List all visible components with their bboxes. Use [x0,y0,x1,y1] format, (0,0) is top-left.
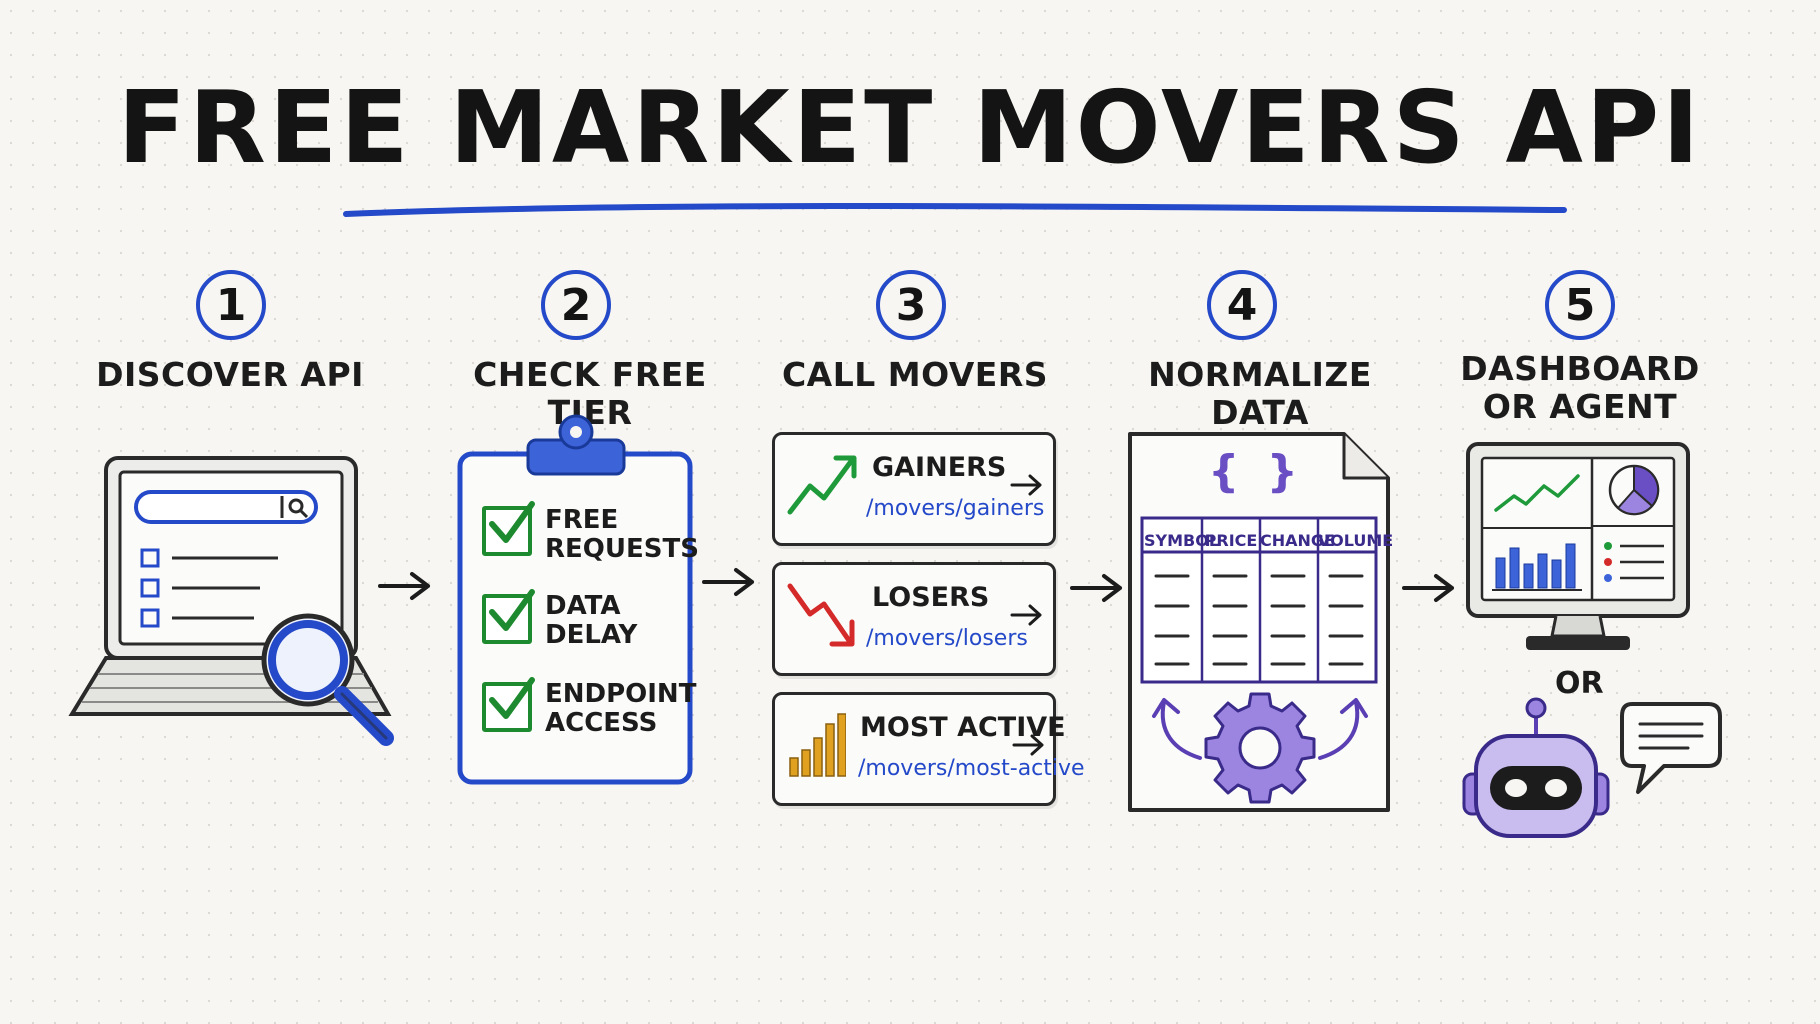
title-underline [343,203,1567,217]
mover-card-losers [772,562,1056,676]
page-title: FREE MARKET MOVERS API [117,69,1703,186]
free-tier-item-2-line2: DELAY [545,619,638,650]
mover-losers-path: /movers/losers [866,626,1028,651]
step-5-label: DASHBOARD OR AGENT [1440,350,1720,426]
arrow-right-icon [1070,574,1122,602]
col-head-symbol: SYMBOL [1144,531,1220,550]
free-tier-item-2-line1: DATA [545,591,621,621]
step-4-badge: 4 [1207,270,1277,340]
arrow-right-icon [1402,574,1454,602]
mover-most-active-name: MOST ACTIVE [860,712,1066,743]
json-braces: { } [1208,446,1304,497]
free-tier-item-3: ENDPOINT ACCESS [545,680,696,737]
free-tier-item-1: FREE REQUESTS [545,506,699,563]
col-head-change: CHANGE [1260,531,1335,550]
free-tier-item-3-line2: ACCESS [545,707,658,738]
bar-chart-icon [789,713,846,777]
step-5-label-line1: DASHBOARD [1460,349,1700,388]
gear-icon [1152,692,1368,804]
mover-losers-name: LOSERS [872,582,990,613]
free-tier-item-2: DATA DELAY [545,592,637,649]
checkbox-icon [482,682,532,732]
mover-gainers-name: GAINERS [872,452,1007,483]
arrow-right-icon [1010,474,1042,496]
step-2-badge: 2 [541,270,611,340]
checkmarks [489,501,535,719]
free-tier-item-1-line1: FREE [545,505,619,535]
step-3-label: CALL MOVERS [781,355,1049,394]
col-head-price: PRICE [1204,531,1258,550]
monitor-icon [1466,442,1690,650]
or-label: OR [1555,666,1604,701]
document-icon [1128,432,1390,812]
arrow-right-icon [378,572,430,600]
step-5-badge: 5 [1545,270,1615,340]
mover-card-gainers [772,432,1056,546]
arrow-right-icon [702,568,754,596]
trend-up-icon [787,455,857,515]
chat-bubble-icon [1620,702,1722,794]
step-4-label: NORMALIZE DATA [1148,355,1372,432]
trend-down-icon [787,583,855,647]
step-3-badge: 3 [876,270,946,340]
mover-most-active-path: /movers/most-active [858,756,1085,781]
free-tier-item-3-line1: ENDPOINT [545,679,697,709]
step-2-label: CHECK FREE TIER [473,355,707,432]
col-head-volume: VOLUME [1318,531,1394,550]
free-tier-item-1-line2: REQUESTS [545,533,699,564]
mover-gainers-path: /movers/gainers [866,496,1045,521]
arrow-right-icon [1010,604,1042,626]
arrow-right-icon [1012,734,1044,756]
magnifier-icon [261,613,394,746]
step-1-label: DISCOVER API [96,355,364,394]
step-1-badge: 1 [196,270,266,340]
robot-icon [1462,697,1610,838]
step-5-label-line2: OR AGENT [1482,386,1678,426]
